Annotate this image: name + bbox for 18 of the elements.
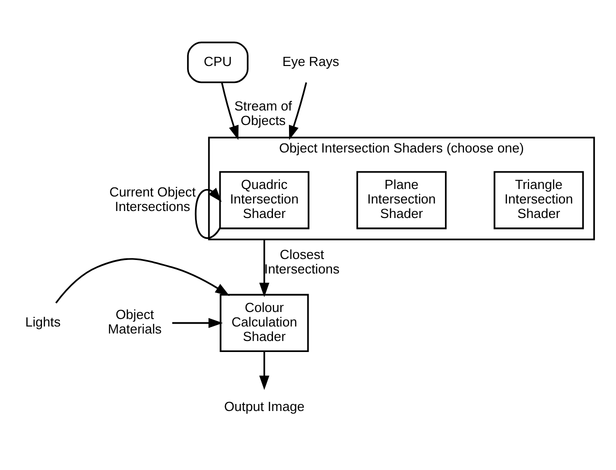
- edge-label: Closest Intersections: [264, 246, 340, 276]
- arrow: [288, 82, 308, 140]
- node-box: CPU: [187, 42, 249, 84]
- arrow: [172, 318, 223, 328]
- node-box: Quadric Intersection Shader: [219, 171, 310, 230]
- edge-label: Stream of Objects: [234, 98, 292, 128]
- arrow: [221, 82, 239, 140]
- edge-label: Current Object Intersections: [109, 184, 196, 214]
- node-text: Object Materials: [108, 307, 162, 337]
- arrow: [55, 258, 230, 304]
- node-box: Plane Intersection Shader: [356, 171, 447, 230]
- node-text: Eye Rays: [282, 54, 340, 69]
- arrow: [259, 352, 270, 390]
- node-text: Output Image: [224, 399, 304, 414]
- node-text: Lights: [25, 314, 61, 330]
- arrow: [259, 239, 270, 298]
- node-box: Triangle Intersection Shader: [494, 171, 584, 230]
- node-box: Colour Calculation Shader: [220, 294, 309, 352]
